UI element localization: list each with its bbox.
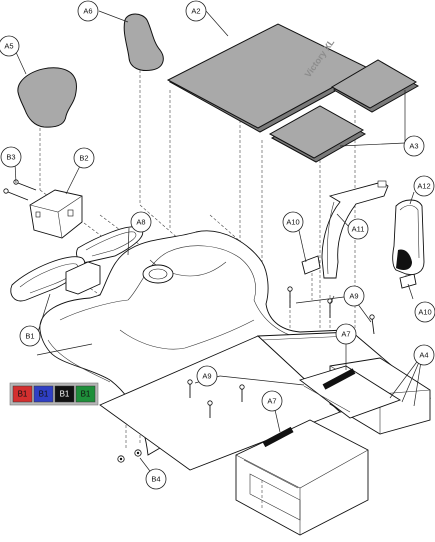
svg-text:A11: A11 xyxy=(352,225,365,234)
part-b4-fasteners xyxy=(117,449,142,463)
part-a12-side-pad xyxy=(392,199,425,275)
callout-a4: A4 xyxy=(413,344,435,366)
callout-b4: B4 xyxy=(145,468,167,490)
callout-a9-lower: A9 xyxy=(196,365,218,387)
callout-a7-upper: A7 xyxy=(335,323,357,345)
part-a6-head-pad xyxy=(123,13,164,71)
part-a2-seat-pad: Victory XL xyxy=(166,23,372,133)
svg-text:A10: A10 xyxy=(286,218,299,227)
part-a5-back-pad xyxy=(17,67,77,128)
svg-text:A8: A8 xyxy=(136,218,145,227)
svg-text:A9: A9 xyxy=(202,372,211,381)
part-a4-box-front xyxy=(235,419,369,536)
color-key-swatch: B1 xyxy=(54,385,75,403)
svg-text:A12: A12 xyxy=(417,182,430,191)
color-key-swatch: B1 xyxy=(33,385,54,403)
svg-text:A9: A9 xyxy=(349,292,358,301)
svg-text:A6: A6 xyxy=(83,7,92,16)
callout-a10-left: A10 xyxy=(282,211,304,233)
callout-a5: A5 xyxy=(0,35,20,57)
part-b3-screws xyxy=(3,179,37,201)
svg-text:B4: B4 xyxy=(151,475,160,484)
color-key-label: B1 xyxy=(39,390,49,399)
svg-text:A10: A10 xyxy=(418,308,431,317)
callout-b3: B3 xyxy=(0,146,22,168)
part-a11-strap xyxy=(321,180,389,279)
svg-text:A4: A4 xyxy=(419,351,428,360)
callout-a3: A3 xyxy=(403,135,425,157)
part-a4-box-middle xyxy=(299,365,402,419)
callout-a7-lower: A7 xyxy=(261,390,283,412)
callout-a11: A11 xyxy=(347,218,369,240)
svg-text:A2: A2 xyxy=(191,7,200,16)
color-key: B1 B1 B1 B1 xyxy=(9,382,99,406)
callout-a8: A8 xyxy=(130,211,152,233)
part-a3-pad-upper xyxy=(330,59,420,113)
part-a7-strap-upper xyxy=(322,368,356,390)
svg-text:A7: A7 xyxy=(341,330,350,339)
callout-a10-right: A10 xyxy=(414,301,435,323)
part-b2-bracket xyxy=(29,189,83,239)
part-a10-clips xyxy=(301,255,417,289)
svg-text:B2: B2 xyxy=(79,154,88,163)
part-a9-screws xyxy=(187,286,375,418)
color-key-swatch: B1 xyxy=(12,385,33,403)
svg-text:A5: A5 xyxy=(4,42,13,51)
svg-text:B3: B3 xyxy=(6,153,15,162)
svg-text:A3: A3 xyxy=(409,142,418,151)
part-a3-pad-lower xyxy=(268,105,367,163)
part-a7-strap-lower xyxy=(262,426,294,448)
callout-a12: A12 xyxy=(413,175,435,197)
callout-b1: B1 xyxy=(19,325,41,347)
callout-b2: B2 xyxy=(73,147,95,169)
callout-a9-upper: A9 xyxy=(343,285,365,307)
color-key-swatch: B1 xyxy=(75,385,96,403)
callout-a6: A6 xyxy=(77,0,99,22)
svg-text:B1: B1 xyxy=(25,332,34,341)
main-shroud-body xyxy=(39,230,361,456)
color-key-label: B1 xyxy=(60,390,70,399)
callout-a2: A2 xyxy=(185,0,207,22)
part-handle-mount xyxy=(65,261,101,295)
svg-text:A7: A7 xyxy=(267,397,276,406)
color-key-label: B1 xyxy=(81,390,91,399)
color-key-label: B1 xyxy=(18,390,28,399)
